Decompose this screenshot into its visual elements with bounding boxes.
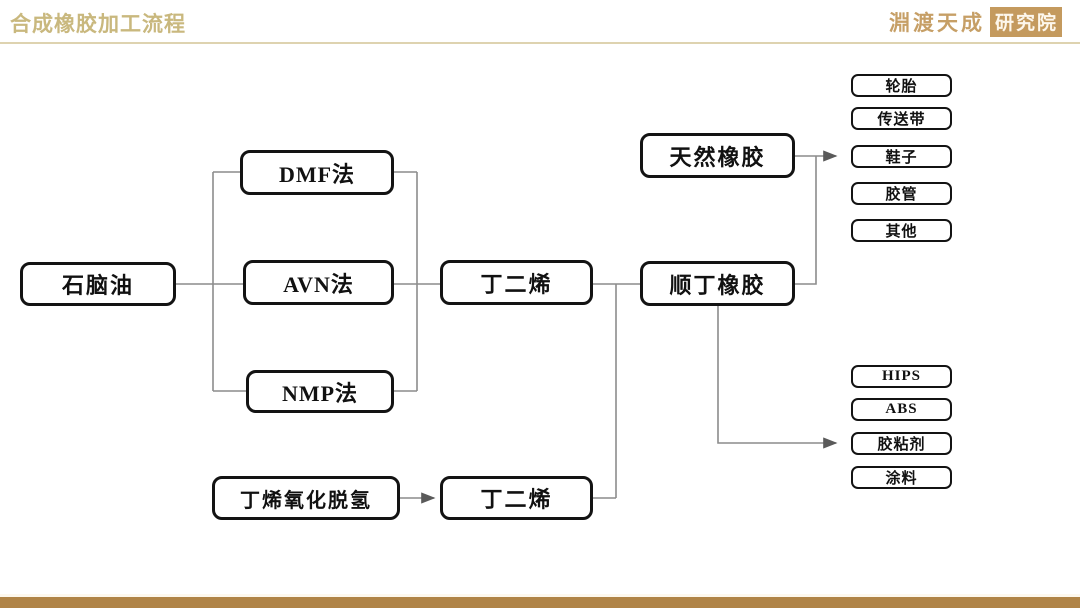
logo-mark-text: 淵渡天成 xyxy=(888,11,985,35)
node-butadiene-rubber[interactable]: 顺丁橡胶 xyxy=(640,261,795,306)
node-nmp-method[interactable]: NMP法 xyxy=(246,370,394,413)
node-butadiene-bottom[interactable]: 丁二烯 xyxy=(440,476,593,520)
node-avn-method[interactable]: AVN法 xyxy=(243,260,394,305)
node-product-coating[interactable]: 涂料 xyxy=(851,466,952,489)
header-divider xyxy=(0,42,1080,44)
footer-bar xyxy=(0,597,1080,608)
node-product-hips[interactable]: HIPS xyxy=(851,365,952,388)
edge-brrubber-products-bottom xyxy=(717,306,838,449)
node-product-tire[interactable]: 轮胎 xyxy=(851,74,952,97)
brand-logo: 淵渡天成 研究院 xyxy=(889,6,1062,38)
node-naphtha[interactable]: 石脑油 xyxy=(20,262,176,306)
node-natural-rubber[interactable]: 天然橡胶 xyxy=(640,133,795,178)
page-title: 合成橡胶加工流程 xyxy=(10,12,186,36)
node-product-adhesive[interactable]: 胶粘剂 xyxy=(851,432,952,455)
node-product-shoes[interactable]: 鞋子 xyxy=(851,145,952,168)
footer-hairline xyxy=(0,594,1080,597)
edge-brrubber-up-to-top xyxy=(795,156,817,285)
node-butadiene-top[interactable]: 丁二烯 xyxy=(440,260,593,305)
logo-badge-text: 研究院 xyxy=(989,7,1062,37)
node-product-other[interactable]: 其他 xyxy=(851,219,952,242)
node-butene-oxidative-dehydrogenation[interactable]: 丁烯氧化脱氢 xyxy=(212,476,400,520)
node-product-abs[interactable]: ABS xyxy=(851,398,952,421)
node-dmf-method[interactable]: DMF法 xyxy=(240,150,394,195)
node-product-hose[interactable]: 胶管 xyxy=(851,182,952,205)
page-header: 合成橡胶加工流程 淵渡天成 研究院 xyxy=(0,0,1080,44)
node-product-conveyor-belt[interactable]: 传送带 xyxy=(851,107,952,130)
